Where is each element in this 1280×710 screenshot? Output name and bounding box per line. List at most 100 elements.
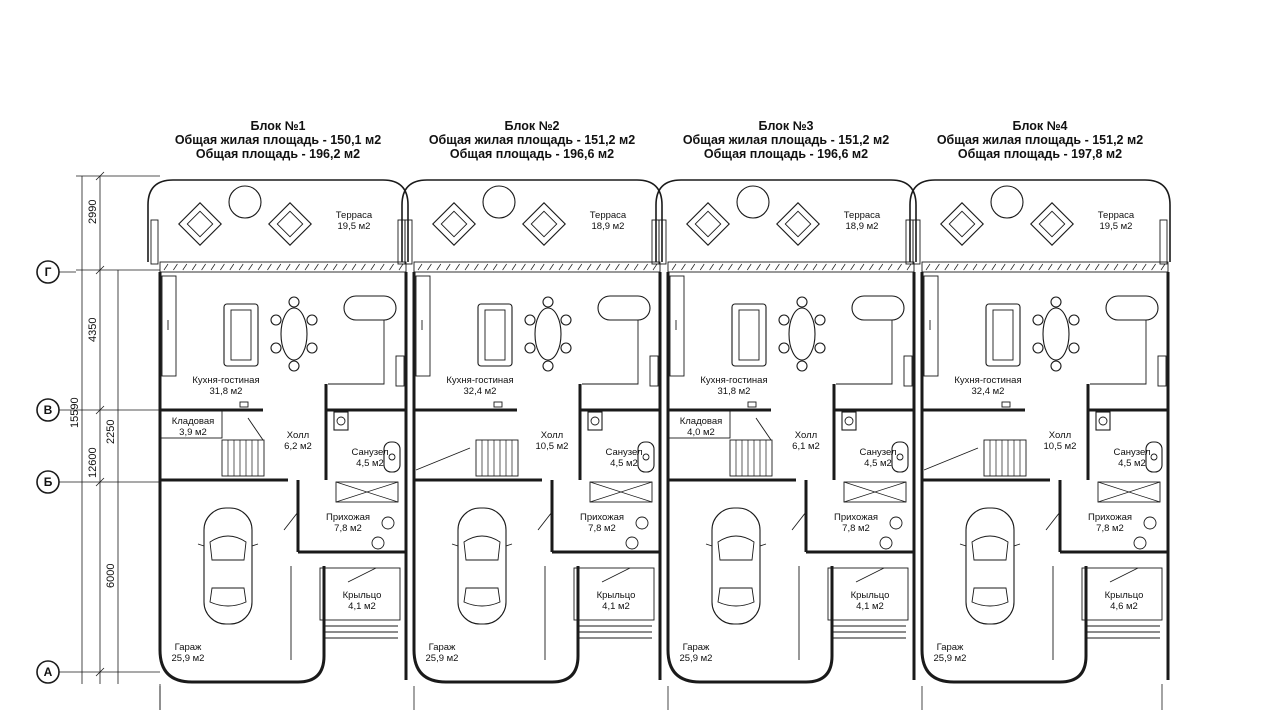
- chair-icon: [1032, 342, 1044, 354]
- room-label-pantry: Кладовая: [172, 416, 215, 427]
- kitchen-island-icon: [343, 295, 397, 321]
- garage-wall: [158, 480, 326, 684]
- toilet-icon: [1095, 411, 1111, 431]
- counter-line: [582, 320, 639, 385]
- armchair-icon: [432, 202, 476, 246]
- dining-table-icon: [280, 307, 308, 361]
- chair-icon: [1050, 360, 1062, 372]
- kitchen-counter: [669, 275, 685, 377]
- stair-icon: [983, 439, 1027, 477]
- room-area-garage: 25,9 м2: [934, 653, 967, 664]
- room-label-entry: Прихожая: [580, 512, 624, 523]
- room-area-kitchen: 31,8 м2: [210, 386, 243, 397]
- plant-icon: [635, 516, 649, 530]
- pantry-outline: [667, 409, 731, 439]
- porch-outline: [573, 567, 655, 621]
- car-icon: [705, 507, 767, 625]
- chair-icon: [560, 342, 572, 354]
- block-title: Блок №4: [1012, 119, 1067, 133]
- door-swing: [347, 567, 377, 583]
- window-band: [413, 261, 661, 273]
- chair-icon: [1068, 342, 1080, 354]
- plant-icon: [371, 536, 385, 550]
- room-label-porch: Крыльцо: [1105, 590, 1144, 601]
- armchair-icon: [1030, 202, 1074, 246]
- car-icon: [959, 507, 1021, 625]
- kitchen-island-icon: [597, 295, 651, 321]
- room-label-entry: Прихожая: [326, 512, 370, 523]
- kitchen-counter: [415, 275, 431, 377]
- room-area-entry: 7,8 м2: [588, 523, 616, 534]
- room-label-bath: Санузел: [859, 447, 896, 458]
- axis-label-v: В: [44, 403, 53, 417]
- sofa-icon: [985, 303, 1021, 367]
- dim-tick: [95, 667, 105, 677]
- room-label-terrace: Терраса: [1098, 210, 1135, 221]
- room-area-garage: 25,9 м2: [426, 653, 459, 664]
- block-living-area: Общая жилая площадь - 151,2 м2: [429, 133, 635, 147]
- dim-tick: [95, 171, 105, 181]
- terrace-post: [912, 219, 921, 265]
- door-swing: [1109, 567, 1139, 583]
- counter-line: [836, 320, 893, 385]
- chair-icon: [814, 314, 826, 326]
- sofa-icon: [223, 303, 259, 367]
- table-icon: [736, 185, 770, 219]
- chair-icon: [1032, 314, 1044, 326]
- room-label-entry: Прихожая: [834, 512, 878, 523]
- chair-icon: [796, 360, 808, 372]
- plant-icon: [625, 536, 639, 550]
- door-swing: [601, 567, 631, 583]
- kitchen-island-icon: [851, 295, 905, 321]
- armchair-icon: [522, 202, 566, 246]
- door-swing: [283, 511, 299, 531]
- room-label-garage: Гараж: [175, 642, 202, 653]
- room-label-hall: Холл: [795, 430, 817, 441]
- terrace-post: [1159, 219, 1168, 265]
- sofa-icon: [731, 303, 767, 367]
- room-label-kitchen: Кухня-гостиная: [192, 375, 259, 386]
- counter-line: [328, 320, 385, 385]
- terrace-outline: [147, 179, 409, 262]
- room-area-terrace: 19,5 м2: [338, 221, 371, 232]
- room-label-hall: Холл: [1049, 430, 1071, 441]
- room-label-terrace: Терраса: [336, 210, 373, 221]
- plant-icon: [1143, 516, 1157, 530]
- room-label-terrace: Терраса: [590, 210, 627, 221]
- room-area-bath: 4,5 м2: [864, 458, 892, 469]
- room-area-porch: 4,6 м2: [1110, 601, 1138, 612]
- room-area-kitchen: 32,4 м2: [972, 386, 1005, 397]
- room-area-entry: 7,8 м2: [842, 523, 870, 534]
- block-title: Блок №2: [504, 119, 559, 133]
- kitchen-island-icon: [1105, 295, 1159, 321]
- dim-6000: 6000: [105, 564, 117, 588]
- wardrobe-icon: [843, 481, 907, 503]
- door-swing: [855, 567, 885, 583]
- chair-icon: [524, 314, 536, 326]
- car-icon: [451, 507, 513, 625]
- room-area-hall: 6,1 м2: [792, 441, 820, 452]
- chair-icon: [560, 314, 572, 326]
- porch-outline: [827, 567, 909, 621]
- room-label-garage: Гараж: [937, 642, 964, 653]
- vent-icon: [395, 355, 405, 387]
- chair-icon: [796, 296, 808, 308]
- chair-icon: [270, 342, 282, 354]
- room-area-entry: 7,8 м2: [1096, 523, 1124, 534]
- dim-tick: [95, 477, 105, 487]
- stair-icon: [729, 439, 773, 477]
- room-label-terrace: Терраса: [844, 210, 881, 221]
- block-total-area: Общая площадь - 197,8 м2: [958, 147, 1122, 161]
- garage-wall: [666, 480, 834, 684]
- room-label-kitchen: Кухня-гостиная: [954, 375, 1021, 386]
- car-icon: [197, 507, 259, 625]
- dim-12600: 12600: [87, 447, 99, 478]
- door-swing: [537, 511, 553, 531]
- sink-icon: [637, 441, 655, 473]
- armchair-icon: [940, 202, 984, 246]
- block-living-area: Общая жилая площадь - 151,2 м2: [683, 133, 889, 147]
- room-area-bath: 4,5 м2: [1118, 458, 1146, 469]
- chair-icon: [306, 342, 318, 354]
